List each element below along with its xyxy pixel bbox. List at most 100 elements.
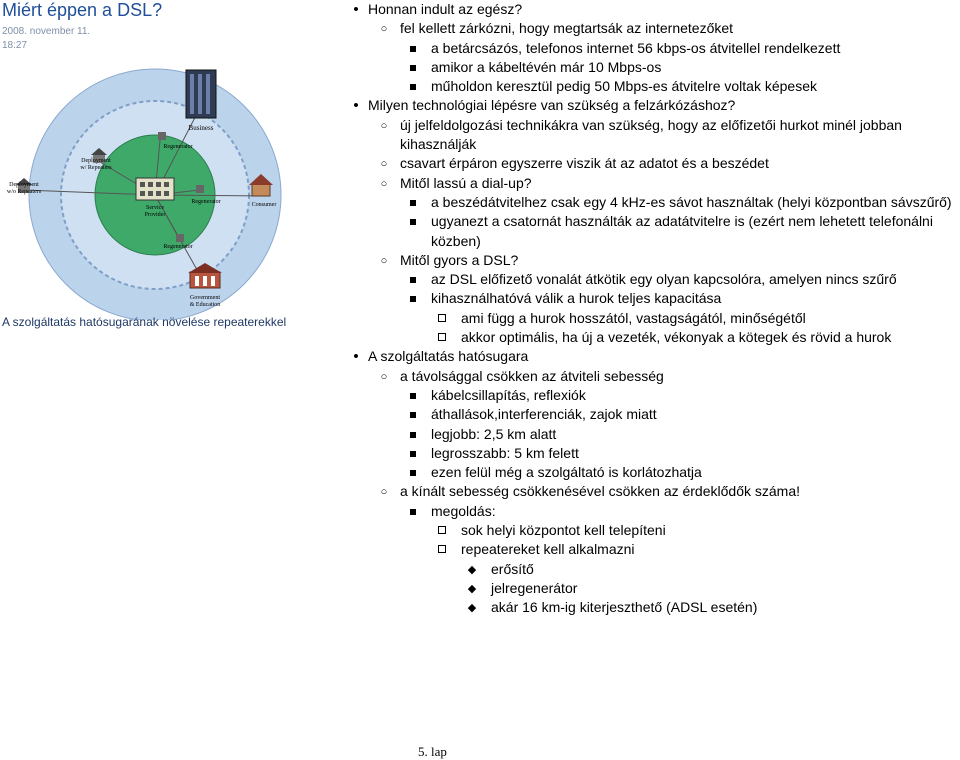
outline-item-text: akár 16 km-ig kiterjeszthető (ADSL eseté… <box>491 599 758 616</box>
outline-item: ezen felül még a szolgáltató is korlátoz… <box>338 463 958 482</box>
outline-item: a távolsággal csökken az átviteli sebess… <box>338 367 958 386</box>
outline-item-text: új jelfeldolgozási technikákra van szüks… <box>400 116 902 153</box>
outline-item: ami függ a hurok hosszától, vastagságátó… <box>338 309 958 328</box>
outline-item-text: műholdon keresztül pedig 50 Mbps-es átvi… <box>431 78 817 95</box>
outline-item-text: a távolsággal csökken az átviteli sebess… <box>400 367 664 384</box>
bullet-dia-icon <box>466 579 478 599</box>
repeater-right-label: Regenerator <box>191 199 220 205</box>
bullet-sq-icon <box>407 444 419 463</box>
outline-item: áthallások,interferenciák, zajok miatt <box>338 405 958 424</box>
service-provider-building-icon <box>135 177 175 201</box>
bullet-open-icon <box>436 328 448 347</box>
outline-item-text: Milyen technológiai lépésre van szükség … <box>368 97 736 114</box>
outline-item: legjobb: 2,5 km alatt <box>338 425 958 444</box>
outline-item-text: ami függ a hurok hosszától, vastagságátó… <box>461 309 806 326</box>
outline-item-text: repeatereket kell alkalmazni <box>461 541 635 558</box>
outline-item-text: kábelcsillapítás, reflexiók <box>431 386 586 403</box>
repeater-bottom-icon <box>176 234 184 242</box>
outline-item: legrosszabb: 5 km felett <box>338 444 958 463</box>
repeater-bottom-label: Regenerator <box>163 244 192 250</box>
bullet-sq-icon <box>407 270 419 289</box>
bullet-dot-icon <box>350 0 362 20</box>
house-icon <box>91 148 107 163</box>
outline-item: műholdon keresztül pedig 50 Mbps-es átvi… <box>338 77 958 96</box>
outline-item: Honnan indult az egész? <box>338 0 958 19</box>
outline-item-text: legrosszabb: 5 km felett <box>431 444 579 461</box>
outline-item-text: csavart érpáron egyszerre viszik át az a… <box>400 155 769 172</box>
repeater-top-icon <box>158 132 166 140</box>
repeater-top-label: Regenerator <box>163 144 192 150</box>
outline-item-text: legjobb: 2,5 km alatt <box>431 425 557 442</box>
consumer-label: Consumer <box>252 202 277 208</box>
bullet-sq-icon <box>407 39 419 58</box>
time-line: 18:27 <box>2 40 28 51</box>
outline-item-text: ezen felül még a szolgáltató is korlátoz… <box>431 464 702 481</box>
outline-item-text: áthallások,interferenciák, zajok miatt <box>431 406 657 423</box>
outline-item: ugyanezt a csatornát használták az adatá… <box>338 212 958 251</box>
business-tower-icon <box>185 69 217 119</box>
outline-item: a beszédátvitelhez csak egy 4 kHz-es sáv… <box>338 193 958 212</box>
bullet-open-icon <box>436 309 448 328</box>
outline-item-text: erősítő <box>491 560 534 577</box>
outline-item-text: kihasználhatóvá válik a hurok teljes kap… <box>431 290 722 307</box>
outline-item-text: a kínált sebesség csökkenésével csökken … <box>400 483 800 500</box>
house-icon <box>16 178 32 193</box>
consumer-house-icon <box>249 174 273 197</box>
bullet-dia-icon <box>466 560 478 580</box>
bullet-ring-icon <box>378 251 390 271</box>
outline-item: a betárcsázós, telefonos internet 56 kbp… <box>338 39 958 58</box>
bullet-sq-icon <box>407 193 419 212</box>
bullet-dia-icon <box>466 598 478 618</box>
bullet-ring-icon <box>378 116 390 136</box>
outline-item: fel kellett zárkózni, hogy megtartsák az… <box>338 19 958 38</box>
outline-item: A szolgáltatás hatósugara <box>338 347 958 366</box>
outline-item: az DSL előfizető vonalát átkötik egy oly… <box>338 270 958 289</box>
government-building-icon <box>188 263 222 289</box>
outline-item: repeatereket kell alkalmazni <box>338 540 958 559</box>
outline-item: kihasználhatóvá válik a hurok teljes kap… <box>338 289 958 308</box>
bullet-sq-icon <box>407 58 419 77</box>
bullet-sq-icon <box>407 289 419 308</box>
outline-item-text: fel kellett zárkózni, hogy megtartsák az… <box>400 20 734 37</box>
bullet-sq-icon <box>407 77 419 96</box>
bullet-ring-icon <box>378 367 390 387</box>
bullet-ring-icon <box>378 19 390 39</box>
bullet-sq-icon <box>407 425 419 444</box>
outline-item-text: ugyanezt a csatornát használták az adatá… <box>431 213 933 249</box>
outline-item: erősítő <box>338 560 958 579</box>
outline-item-text: az DSL előfizető vonalát átkötik egy oly… <box>431 271 897 288</box>
outline-item-text: jelregenerátor <box>491 579 578 596</box>
outline-item-text: akkor optimális, ha új a vezeték, vékony… <box>461 329 892 346</box>
outline-item: Mitől lassú a dial-up? <box>338 174 958 193</box>
outline-item: amikor a kábeltévén már 10 Mbps-os <box>338 58 958 77</box>
outline-item: Milyen technológiai lépésre van szükség … <box>338 96 958 115</box>
bullet-sq-icon <box>407 502 419 521</box>
bullet-dot-icon <box>350 96 362 116</box>
outline-item: jelregenerátor <box>338 579 958 598</box>
date-stamp: 2008. november 11. 18:27 <box>2 25 90 53</box>
page-number: 5. lap <box>418 744 447 759</box>
bullet-open-icon <box>436 540 448 559</box>
bullet-sq-icon <box>407 386 419 405</box>
outline-item-text: megoldás: <box>431 502 496 519</box>
figure-caption: A szolgáltatás hatósugarának növelése re… <box>2 315 287 329</box>
outline-item-text: a beszédátvitelhez csak egy 4 kHz-es sáv… <box>431 193 952 210</box>
date-line: 2008. november 11. <box>2 26 91 37</box>
outline-item: sok helyi központot kell telepíteni <box>338 521 958 540</box>
government-education-label: Government& Education <box>190 295 221 308</box>
outline-item: csavart érpáron egyszerre viszik át az a… <box>338 154 958 173</box>
outline-item: akkor optimális, ha új a vezeték, vékony… <box>338 328 958 347</box>
outline-item-text: a betárcsázós, telefonos internet 56 kbp… <box>431 39 841 56</box>
outline-item-text: A szolgáltatás hatósugara <box>368 348 529 365</box>
outline-item: új jelfeldolgozási technikákra van szüks… <box>338 116 958 155</box>
outline-item: akár 16 km-ig kiterjeszthető (ADSL eseté… <box>338 598 958 617</box>
outline-item-text: Mitől lassú a dial-up? <box>400 174 532 191</box>
bullet-ring-icon <box>378 154 390 174</box>
outline-item: Mitől gyors a DSL? <box>338 251 958 270</box>
bullet-ring-icon <box>378 174 390 194</box>
outline-item: kábelcsillapítás, reflexiók <box>338 386 958 405</box>
bullet-ring-icon <box>378 482 390 502</box>
